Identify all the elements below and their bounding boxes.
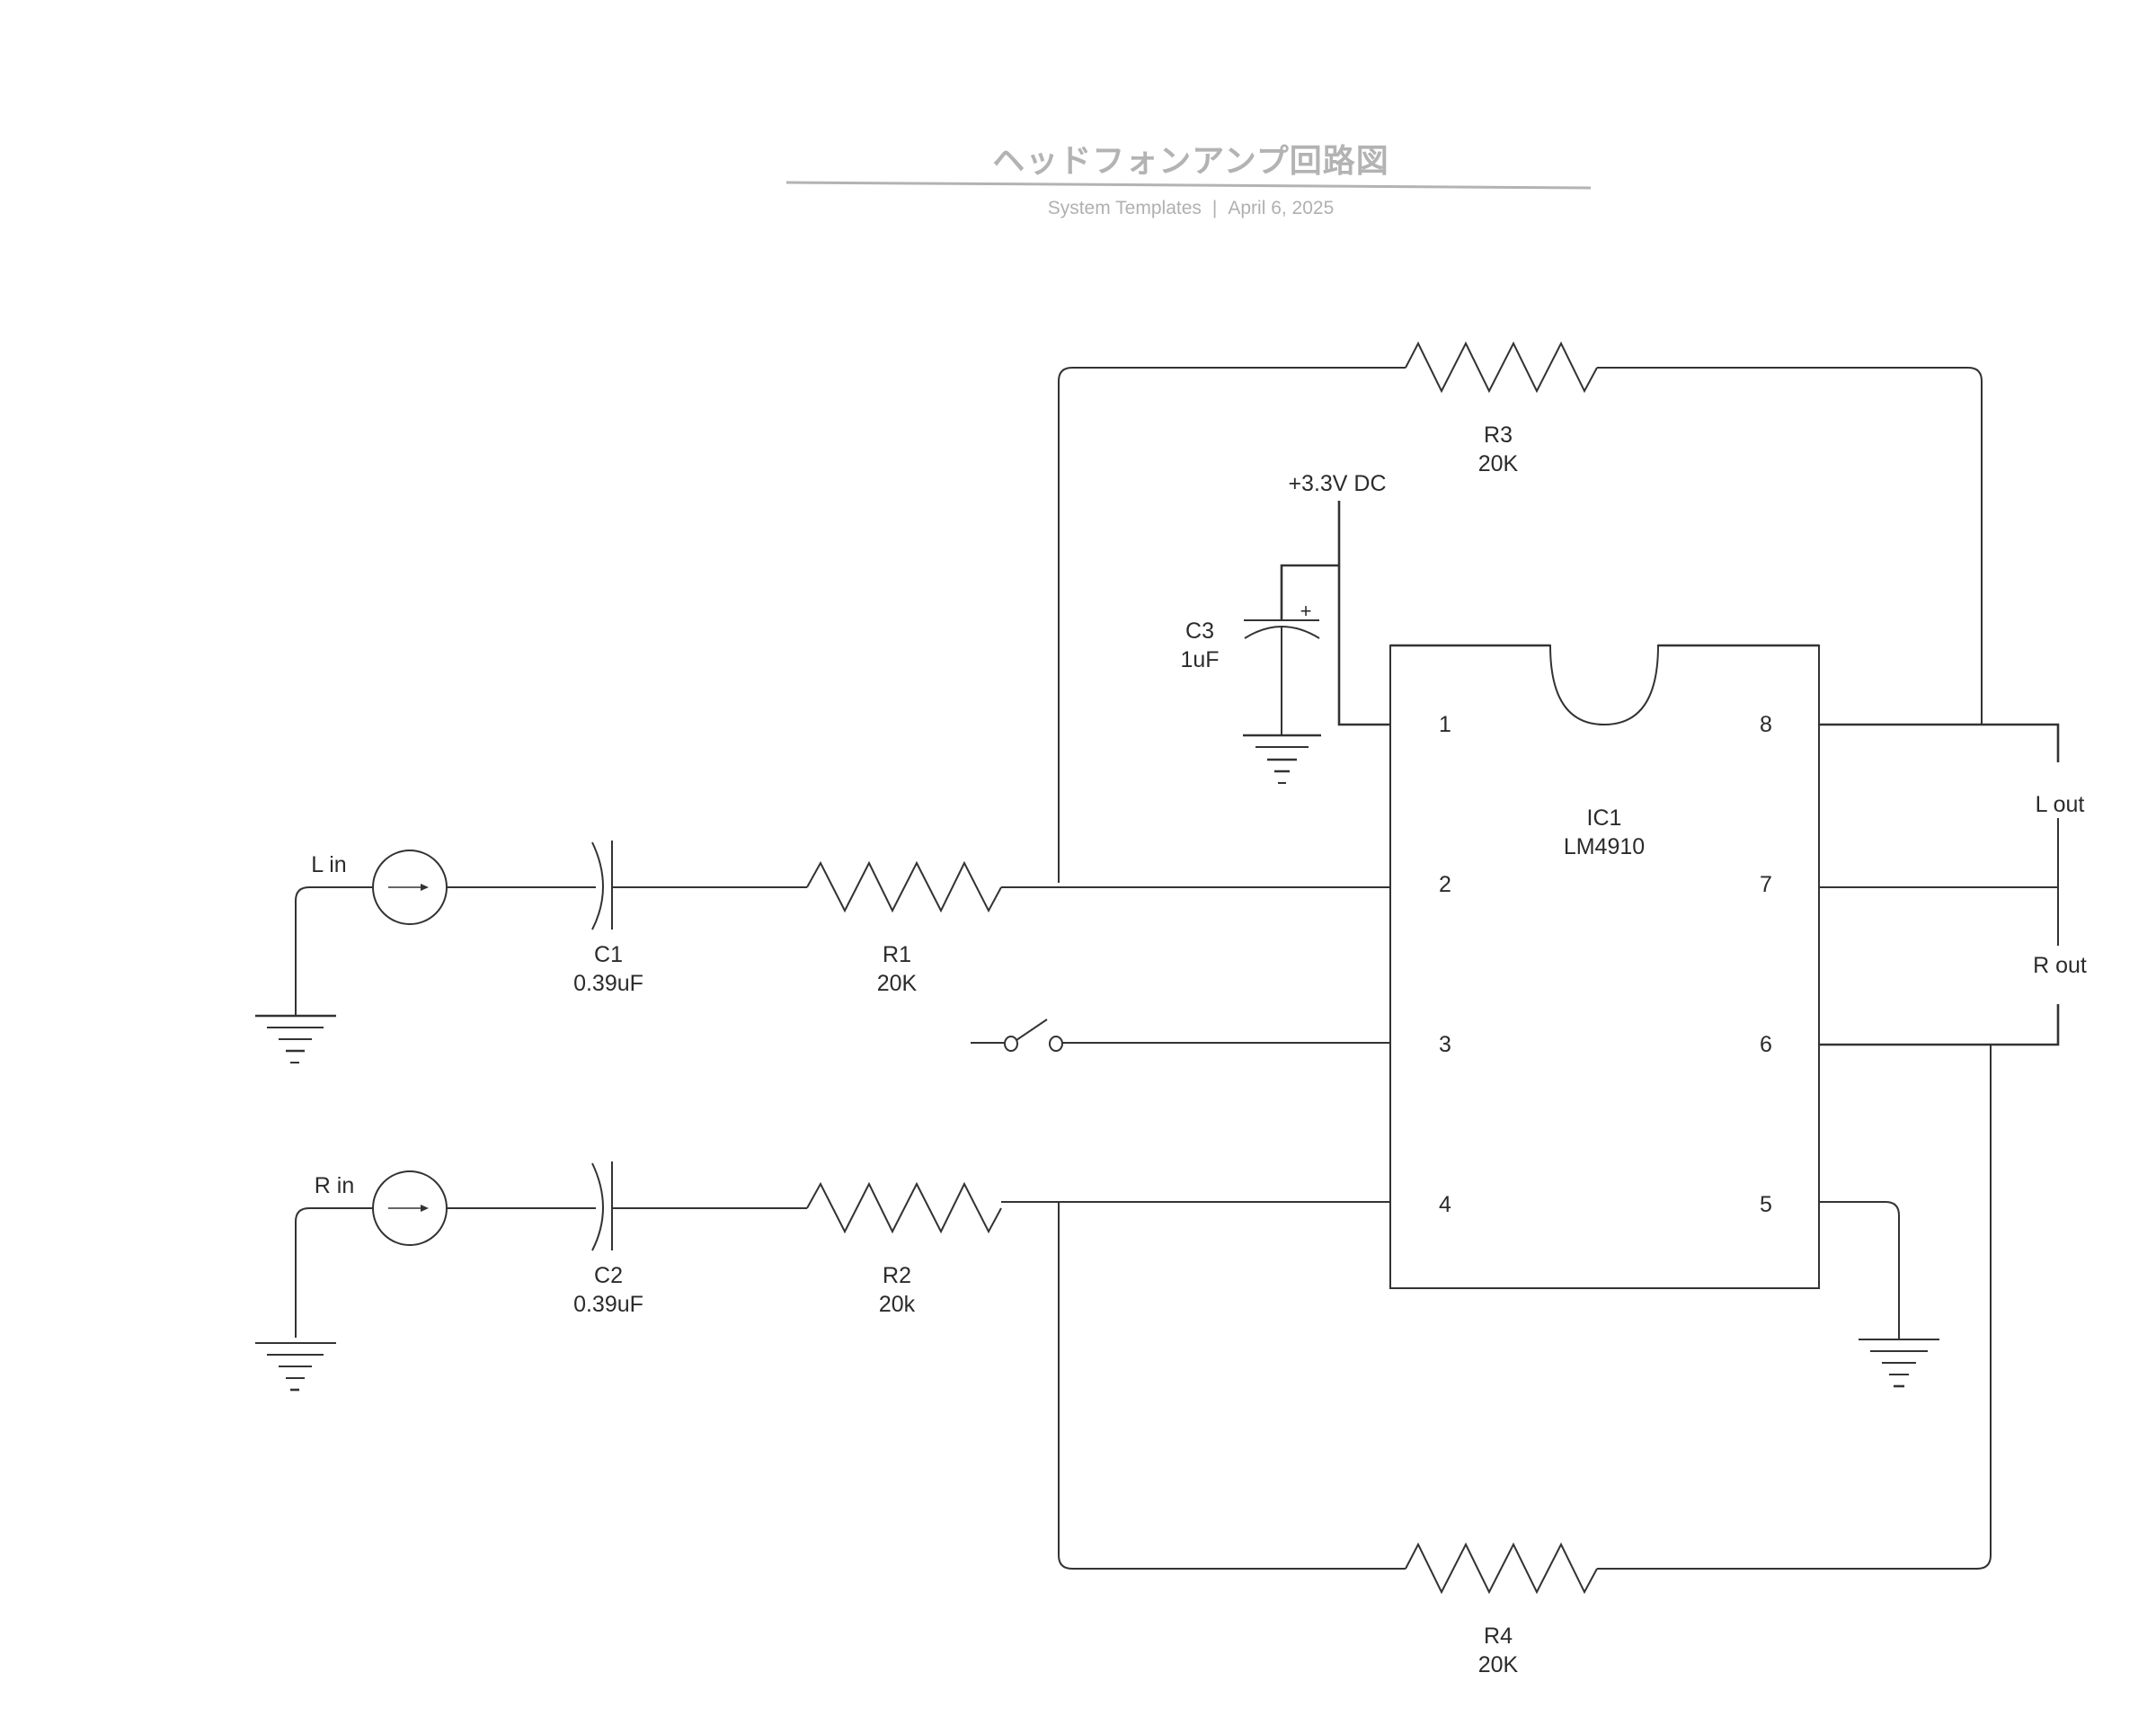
switch-lever-icon[interactable] <box>1016 1019 1048 1041</box>
ic1-pin-1: 1 <box>1439 712 1451 737</box>
ac-source-left-icon[interactable] <box>372 850 448 925</box>
c3-polarity-icon: + <box>1300 600 1312 622</box>
wire-lin-ground <box>295 886 373 1016</box>
title-underline <box>785 181 1592 190</box>
wire-vcc-pin1 <box>1337 501 1390 726</box>
wire-r4-left <box>1058 1202 1406 1570</box>
r2-ref-label: R2 <box>883 1263 911 1288</box>
ground-c3-icon <box>1243 734 1321 784</box>
wire-pin5-ground <box>1819 1201 1900 1339</box>
capacitor-c1-icon <box>591 841 613 930</box>
left-input-channel: L in C1 0.39uF R1 20K <box>255 841 1390 1063</box>
power-label: +3.3V DC <box>1288 471 1386 496</box>
ic1-pin-2: 2 <box>1439 872 1451 897</box>
c2-ref-label: C2 <box>594 1263 623 1288</box>
r1-ref-label: R1 <box>883 942 911 967</box>
wire-rin-ground <box>295 1207 373 1338</box>
ic1-pin-7: 7 <box>1760 872 1772 897</box>
ground-pin5-icon <box>1859 1339 1939 1388</box>
capacitor-c2-icon <box>591 1161 613 1251</box>
c3-value-label: 1uF <box>1180 647 1219 672</box>
c3-ref-label: C3 <box>1185 618 1214 644</box>
resistor-r1-icon <box>806 860 1002 913</box>
c1-ref-label: C1 <box>594 942 623 967</box>
pin5-ground <box>1819 1201 1939 1388</box>
ic1-body <box>1389 645 1820 1289</box>
r4-value-label: 20K <box>1478 1652 1519 1677</box>
resistor-r2-icon <box>806 1181 1002 1234</box>
feedback-loop-r4: R4 20K <box>1058 1045 1992 1677</box>
ic1-pin-8: 8 <box>1760 712 1772 737</box>
output-section: L out R out <box>1819 723 2087 1046</box>
page-title: ヘッドフォンアンプ回路図 <box>992 143 1389 180</box>
wire-pin8-lout <box>1819 723 2060 762</box>
switch-contact-b <box>1049 1036 1063 1052</box>
ic1-pin-3: 3 <box>1439 1032 1451 1057</box>
right-output-label: R out <box>2033 953 2087 978</box>
wire-r4-right <box>1597 1045 1992 1570</box>
ac-source-right-icon[interactable] <box>372 1170 448 1246</box>
ic1-part-label: LM4910 <box>1564 834 1645 859</box>
date-label: April 6, 2025 <box>1228 198 1335 218</box>
left-output-label: L out <box>2036 792 2085 817</box>
feedback-loop-r3: R3 20K <box>1058 341 1983 883</box>
r3-ref-label: R3 <box>1484 423 1513 448</box>
right-input-channel: R in C2 0.39uF R2 20k <box>255 1161 1390 1392</box>
c2-value-label: 0.39uF <box>573 1292 643 1317</box>
r3-value-label: 20K <box>1478 451 1519 476</box>
ic1-chip[interactable]: IC1 LM4910 1 2 3 4 8 7 6 5 <box>1389 644 1820 1289</box>
wire-r3-left <box>1058 367 1406 883</box>
author-label: System Templates <box>1047 198 1202 218</box>
ic1-pin-5: 5 <box>1760 1192 1772 1217</box>
shutdown-switch[interactable] <box>971 1019 1390 1052</box>
wire-r3-right <box>1597 367 1983 725</box>
c1-value-label: 0.39uF <box>573 971 643 996</box>
right-input-label: R in <box>315 1173 354 1198</box>
power-supply: +3.3V DC + C3 1uF <box>1180 471 1390 784</box>
r1-value-label: 20K <box>877 971 918 996</box>
switch-contact-a <box>1004 1036 1018 1052</box>
page-subtitle: System Templates | April 6, 2025 <box>0 198 2156 219</box>
ground-right-icon <box>255 1342 336 1392</box>
ground-left-icon <box>255 1014 336 1063</box>
ic1-pin-6: 6 <box>1760 1032 1772 1057</box>
r4-ref-label: R4 <box>1484 1624 1513 1649</box>
resistor-r3-icon <box>1405 341 1598 394</box>
wire-vcc-c3 <box>1280 564 1339 619</box>
ic1-ref-label: IC1 <box>1587 805 1622 831</box>
ic1-pin-4: 4 <box>1439 1192 1451 1217</box>
left-input-label: L in <box>311 852 346 877</box>
r2-value-label: 20k <box>879 1292 916 1317</box>
c3-plate-negative <box>1244 626 1320 639</box>
resistor-r4-icon <box>1405 1542 1598 1595</box>
wire-pin6-rout <box>1819 1004 2060 1046</box>
subtitle-separator: | <box>1211 198 1218 218</box>
